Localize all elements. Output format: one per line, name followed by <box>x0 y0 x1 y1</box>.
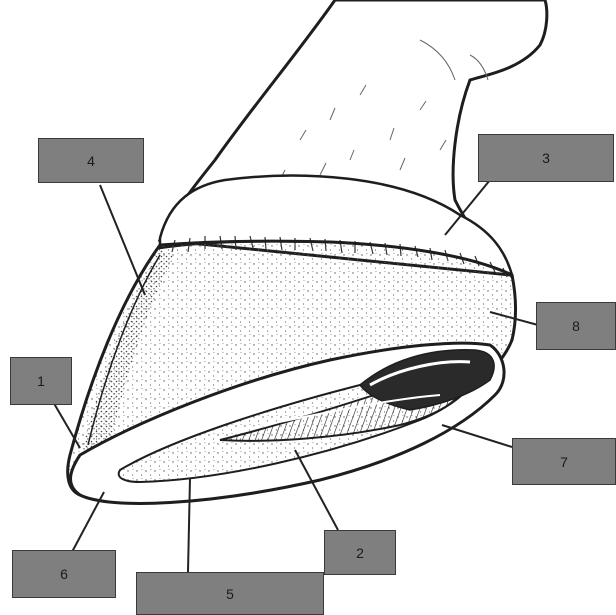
leader-7 <box>442 425 512 447</box>
label-box-4: 4 <box>38 138 144 183</box>
leader-6 <box>72 492 104 552</box>
label-box-3: 3 <box>478 134 614 182</box>
label-box-8: 8 <box>536 302 616 350</box>
label-box-1: 1 <box>10 357 72 405</box>
label-box-2: 2 <box>324 530 396 575</box>
leader-4 <box>100 185 145 295</box>
label-box-7: 7 <box>512 438 616 485</box>
leader-1 <box>52 400 80 448</box>
label-box-6: 6 <box>12 550 116 598</box>
label-box-5: 5 <box>136 572 324 615</box>
